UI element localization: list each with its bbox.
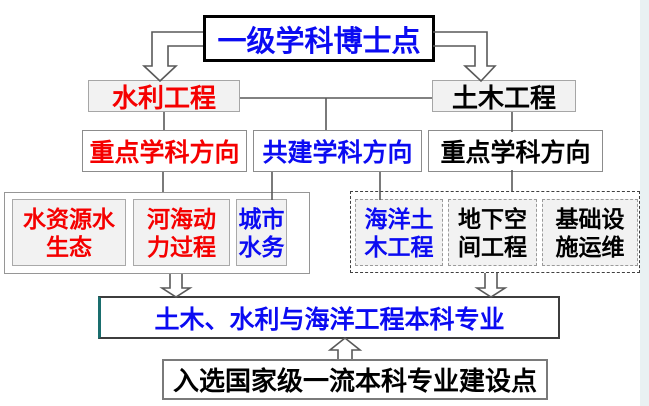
node-doctoral-point-label: 一级学科博士点 bbox=[217, 25, 421, 58]
node-marine-civil-engineering-line2: 木工程 bbox=[364, 233, 434, 260]
node-infrastructure-operation: 基础设 施运维 bbox=[542, 199, 638, 266]
node-key-direction-left: 重点学科方向 bbox=[82, 130, 247, 172]
right-group-container bbox=[350, 191, 640, 273]
node-urban-water-affairs-line2: 水务 bbox=[238, 233, 285, 260]
node-underground-space-engineering-line1: 地下空 bbox=[458, 205, 527, 232]
node-marine-civil-engineering-line1: 海洋土 bbox=[364, 205, 434, 232]
node-infrastructure-operation-line2: 施运维 bbox=[555, 233, 625, 260]
node-underground-space-engineering-line2: 间工程 bbox=[458, 233, 527, 260]
node-key-direction-right-label: 重点学科方向 bbox=[440, 139, 591, 167]
node-river-sea-dynamics-line1: 河海动 bbox=[147, 205, 216, 232]
node-water-resources-ecology-line2: 生态 bbox=[46, 233, 92, 260]
background-strip bbox=[640, 0, 649, 406]
node-civil-engineering-label: 土木工程 bbox=[451, 82, 556, 113]
node-underground-space-engineering: 地下空 间工程 bbox=[448, 199, 537, 266]
node-undergraduate-program: 土木、水利与海洋工程本科专业 bbox=[98, 296, 560, 339]
node-hydraulic-engineering: 水利工程 bbox=[88, 80, 240, 113]
node-water-resources-ecology-line1: 水资源水 bbox=[23, 205, 115, 232]
node-key-direction-left-label: 重点学科方向 bbox=[89, 139, 240, 167]
node-national-first-class: 入选国家级一流本科专业建设点 bbox=[162, 359, 548, 400]
node-joint-direction: 共建学科方向 bbox=[253, 130, 422, 172]
down-arrow-right-icon bbox=[474, 273, 508, 298]
node-undergraduate-program-label: 土木、水利与海洋工程本科专业 bbox=[154, 305, 505, 334]
connector-hydraulic-civil-to-joint bbox=[240, 97, 432, 130]
up-arrow-icon bbox=[327, 336, 363, 359]
elbow-arrow-left-icon bbox=[141, 31, 203, 83]
node-hydraulic-engineering-label: 水利工程 bbox=[111, 82, 216, 113]
node-national-first-class-label: 入选国家级一流本科专业建设点 bbox=[172, 366, 537, 396]
node-river-sea-dynamics: 河海动 力过程 bbox=[133, 199, 230, 266]
down-arrow-left-icon bbox=[159, 274, 193, 298]
node-river-sea-dynamics-line2: 力过程 bbox=[147, 233, 216, 260]
node-infrastructure-operation-line1: 基础设 bbox=[555, 205, 625, 232]
node-water-resources-ecology: 水资源水 生态 bbox=[12, 199, 126, 266]
node-marine-civil-engineering: 海洋土 木工程 bbox=[355, 199, 443, 266]
node-doctoral-point: 一级学科博士点 bbox=[203, 15, 435, 62]
node-urban-water-affairs: 城市 水务 bbox=[236, 199, 287, 266]
elbow-arrow-right-icon bbox=[433, 31, 497, 83]
node-key-direction-right: 重点学科方向 bbox=[428, 130, 603, 172]
node-civil-engineering: 土木工程 bbox=[432, 80, 576, 113]
node-joint-direction-label: 共建学科方向 bbox=[262, 139, 413, 167]
node-urban-water-affairs-line1: 城市 bbox=[238, 205, 285, 232]
